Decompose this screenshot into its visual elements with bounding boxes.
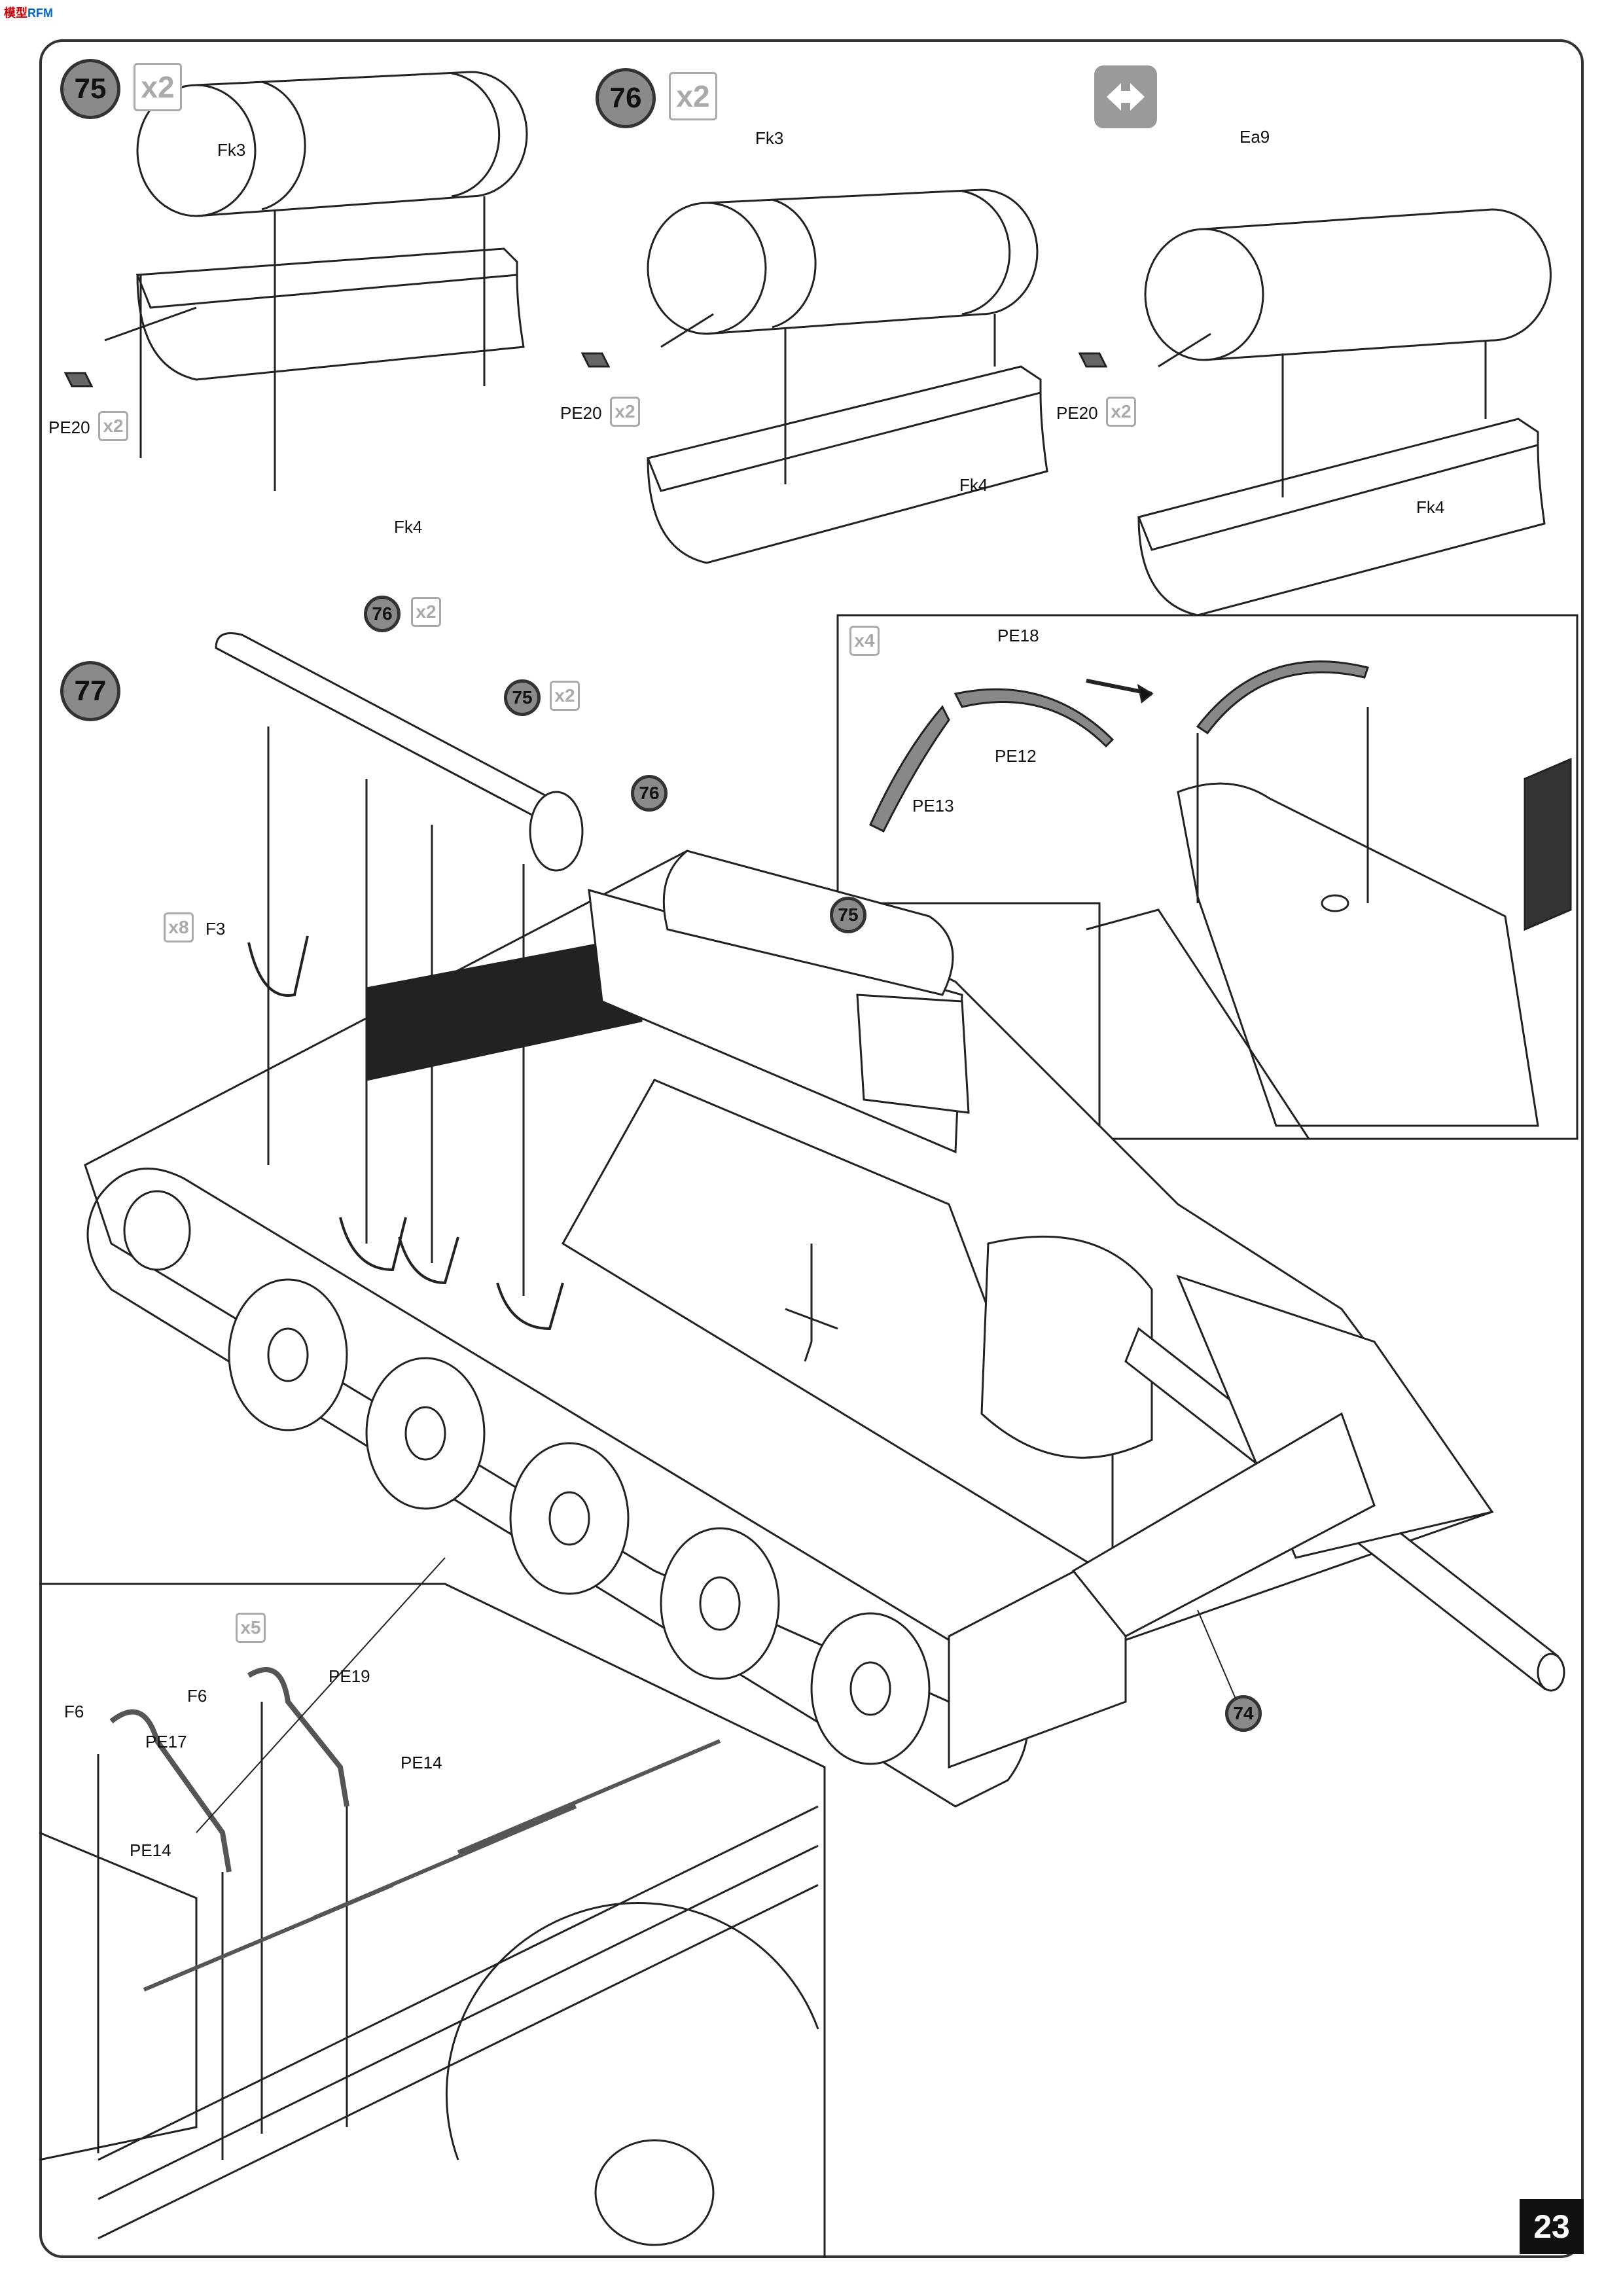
double-arrow-icon: [1107, 83, 1145, 111]
inset-engine-grille: [1524, 757, 1572, 931]
label-fk4-alt: Fk4: [1416, 497, 1445, 517]
callout-76-vehicle: 76: [631, 775, 668, 812]
inset-x5-detail: [39, 1667, 819, 2246]
label-pe17: PE17: [145, 1732, 187, 1751]
callout-75-upper: 75: [504, 679, 541, 716]
inset-x4-multiplier: x4: [849, 626, 880, 656]
callout-76-upper: 76: [364, 596, 401, 632]
label-pe18: PE18: [997, 626, 1039, 645]
page-number: 23: [1520, 2199, 1584, 2254]
label-pe19: PE19: [329, 1666, 370, 1686]
label-fk4-step75: Fk4: [394, 517, 423, 537]
label-pe14-right: PE14: [401, 1753, 442, 1772]
f3-multiplier: x8: [164, 912, 194, 942]
page-frame: [39, 39, 1584, 2258]
pe20-multiplier-step76: x2: [610, 397, 640, 427]
label-pe20-alt: PE20: [1056, 403, 1098, 423]
step-75-multiplier: x2: [134, 63, 182, 111]
label-fk3-step75: Fk3: [217, 140, 246, 160]
pe20-multiplier-alt: x2: [1106, 397, 1136, 427]
label-ea9: Ea9: [1240, 127, 1270, 147]
label-pe20-step76: PE20: [560, 403, 602, 423]
pe20-multiplier-step75: x2: [98, 411, 128, 441]
inset-x4-detail: [869, 660, 1572, 1139]
inset-x5-multiplier: x5: [236, 1613, 266, 1643]
alternate-tank-drawing: [1078, 208, 1552, 617]
label-f6-right: F6: [187, 1686, 207, 1706]
step77-vehicle-drawing: [84, 632, 1565, 1833]
inset-box-x5: [39, 1583, 826, 2258]
label-pe12: PE12: [995, 746, 1037, 766]
step76-tank-drawing: [580, 188, 1048, 564]
step-75-badge: 75: [60, 59, 120, 119]
label-fk4-step76: Fk4: [959, 475, 988, 495]
alternate-version-icon: [1094, 65, 1157, 128]
step75-tank-drawing: [63, 71, 528, 491]
step-76-multiplier: x2: [669, 72, 717, 120]
label-fk3-step76: Fk3: [755, 128, 784, 148]
callout-75-vehicle: 75: [830, 897, 866, 933]
label-pe20-step75: PE20: [48, 418, 90, 437]
label-pe14-left: PE14: [130, 1840, 171, 1860]
callout-75-upper-multiplier: x2: [550, 681, 580, 711]
label-pe13: PE13: [912, 796, 954, 816]
callout-76-upper-multiplier: x2: [411, 597, 441, 627]
step-77-badge: 77: [60, 661, 120, 721]
label-f6-left: F6: [64, 1702, 84, 1721]
label-f3: F3: [205, 919, 226, 939]
step-76-badge: 76: [596, 68, 656, 128]
site-logo: 模型RFM: [4, 7, 53, 20]
callout-74-vehicle: 74: [1225, 1695, 1262, 1732]
